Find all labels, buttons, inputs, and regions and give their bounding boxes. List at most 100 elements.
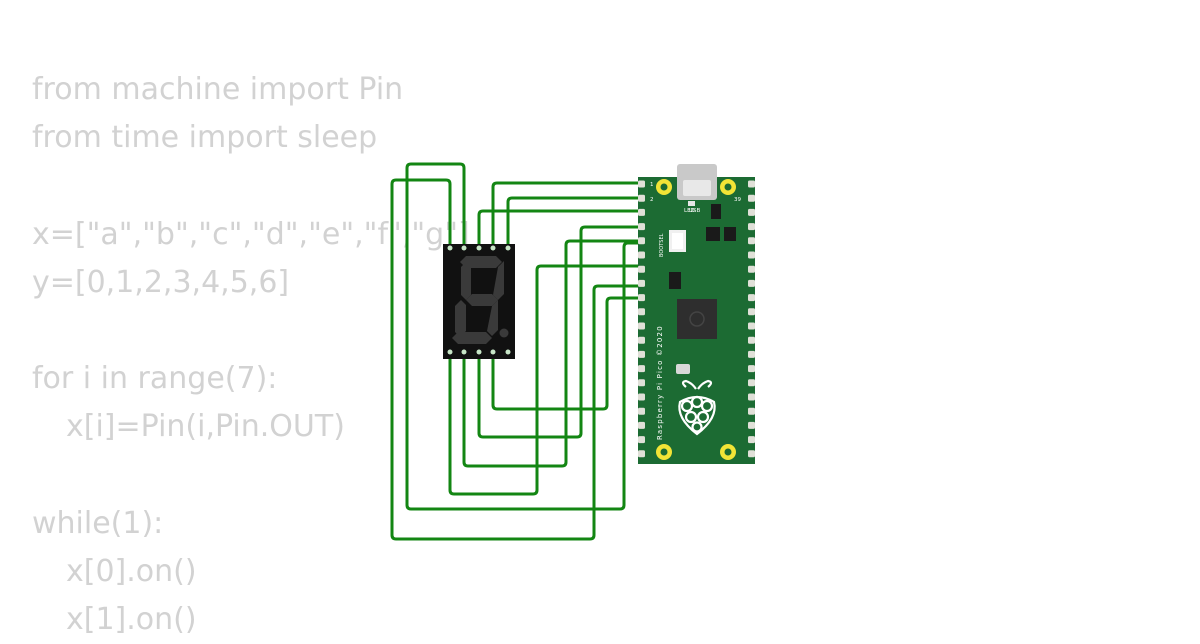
wire[interactable]: [477, 225, 641, 439]
pico-pin-right[interactable]: [748, 265, 755, 273]
led-label: LED: [684, 208, 695, 214]
pico-pin-right[interactable]: [748, 208, 755, 216]
pico-pin-right[interactable]: [748, 223, 755, 231]
pico-pin-left[interactable]: [638, 237, 645, 245]
pico-pin-right[interactable]: [748, 294, 755, 302]
segment-a: [460, 256, 502, 268]
pico-pin-right[interactable]: [748, 379, 755, 387]
wire[interactable]: [405, 162, 641, 511]
display-pin[interactable]: [505, 349, 511, 355]
pico-pin-right[interactable]: [748, 393, 755, 401]
pico-pin-left[interactable]: [638, 308, 645, 316]
wire[interactable]: [477, 209, 641, 248]
circuit-diagram: LED USB USB 1 2 39 BOOTSEL Raspberry Pi …: [390, 162, 755, 541]
rp2040-logo-icon: [689, 311, 705, 327]
pico-pin-right[interactable]: [748, 237, 755, 245]
pico-pin-right[interactable]: [748, 251, 755, 259]
segment-g: [466, 294, 498, 306]
bootsel-label: BOOTSEL: [659, 233, 665, 257]
board-silkscreen: Raspberry Pi Pico ©2020: [656, 325, 664, 440]
raspberry-logo-icon: [678, 379, 716, 436]
segment-f: [461, 262, 471, 300]
code-line: x[0].on(): [66, 553, 197, 589]
pico-pin-left[interactable]: [638, 322, 645, 330]
chip-small-3: [724, 227, 736, 241]
chip-small-4: [669, 272, 681, 289]
pico-pin-right[interactable]: [748, 450, 755, 458]
rp2040-chip: [677, 299, 717, 339]
pin39-label: 39: [734, 197, 741, 203]
mount-hole-bottom-right-inner: [724, 448, 732, 456]
display-pin[interactable]: [461, 349, 467, 355]
wire[interactable]: [506, 196, 641, 248]
pico-pin-left[interactable]: [638, 379, 645, 387]
pin2-label: 2: [650, 197, 654, 203]
pico-pin-left[interactable]: [638, 407, 645, 415]
pico-pin-right[interactable]: [748, 421, 755, 429]
pico-pin-left[interactable]: [638, 265, 645, 273]
pico-pin-left[interactable]: [638, 350, 645, 358]
display-pin[interactable]: [447, 349, 453, 355]
segment-e: [455, 300, 466, 337]
display-pin[interactable]: [447, 245, 453, 251]
code-line: while(1):: [32, 505, 164, 541]
pico-pin-left[interactable]: [638, 251, 645, 259]
display-pin[interactable]: [490, 245, 496, 251]
bootsel-button-cap: [672, 233, 683, 249]
wire-group: [390, 162, 641, 541]
pico-pin-right[interactable]: [748, 279, 755, 287]
pico-pin-right[interactable]: [748, 365, 755, 373]
chip-small-1: [711, 204, 721, 219]
display-pin[interactable]: [476, 349, 482, 355]
wire[interactable]: [462, 239, 641, 468]
code-line: from time import sleep: [32, 120, 378, 156]
pico-pin-right[interactable]: [748, 194, 755, 202]
pico-pin-left[interactable]: [638, 421, 645, 429]
display-segments: [452, 256, 504, 344]
display-pin[interactable]: [490, 349, 496, 355]
pico-pin-left[interactable]: [638, 194, 645, 202]
pico-pin-right[interactable]: [748, 308, 755, 316]
segment-c: [487, 300, 498, 336]
pico-pin-left[interactable]: [638, 450, 645, 458]
decimal-point: [499, 328, 509, 338]
code-line: for i in range(7):: [32, 361, 278, 397]
usb-label-visible: USB: [689, 208, 701, 214]
display-pins: [447, 245, 511, 355]
board-edge-pins: [638, 180, 755, 458]
pico-pin-left[interactable]: [638, 336, 645, 344]
pin1-label: 1: [650, 182, 654, 188]
raspberry-pi-pico-board[interactable]: LED USB USB 1 2 39 BOOTSEL Raspberry Pi …: [638, 164, 755, 464]
pico-pin-right[interactable]: [748, 322, 755, 330]
segment-b: [493, 261, 504, 300]
wire[interactable]: [390, 178, 641, 541]
pico-pin-right[interactable]: [748, 336, 755, 344]
code-line: y=[0,1,2,3,4,5,6]: [32, 264, 290, 300]
crystal-component: [676, 364, 690, 374]
pico-pin-left[interactable]: [638, 223, 645, 231]
pico-pin-left[interactable]: [638, 180, 645, 188]
pico-pin-left[interactable]: [638, 365, 645, 373]
wire[interactable]: [491, 181, 641, 248]
led-component: [688, 201, 695, 206]
pico-pin-right[interactable]: [748, 350, 755, 358]
pico-pin-right[interactable]: [748, 436, 755, 444]
pico-pin-left[interactable]: [638, 208, 645, 216]
pico-pin-left[interactable]: [638, 436, 645, 444]
code-line: x=["a","b","c","d","e","f","g"]: [32, 216, 470, 252]
usb-connector-inner: [683, 180, 711, 196]
wire[interactable]: [448, 264, 641, 496]
pico-pin-left[interactable]: [638, 279, 645, 287]
display-pin[interactable]: [461, 245, 467, 251]
mount-hole-top-left-inner: [660, 183, 668, 191]
pico-pin-left[interactable]: [638, 393, 645, 401]
wire[interactable]: [491, 296, 641, 411]
pico-pin-right[interactable]: [748, 180, 755, 188]
pico-pin-right[interactable]: [748, 407, 755, 415]
display-pin[interactable]: [505, 245, 511, 251]
display-pin[interactable]: [476, 245, 482, 251]
chip-small-2: [706, 227, 720, 241]
pico-pin-left[interactable]: [638, 294, 645, 302]
code-line: x[i]=Pin(i,Pin.OUT): [66, 409, 345, 445]
seven-segment-display[interactable]: [443, 244, 515, 359]
